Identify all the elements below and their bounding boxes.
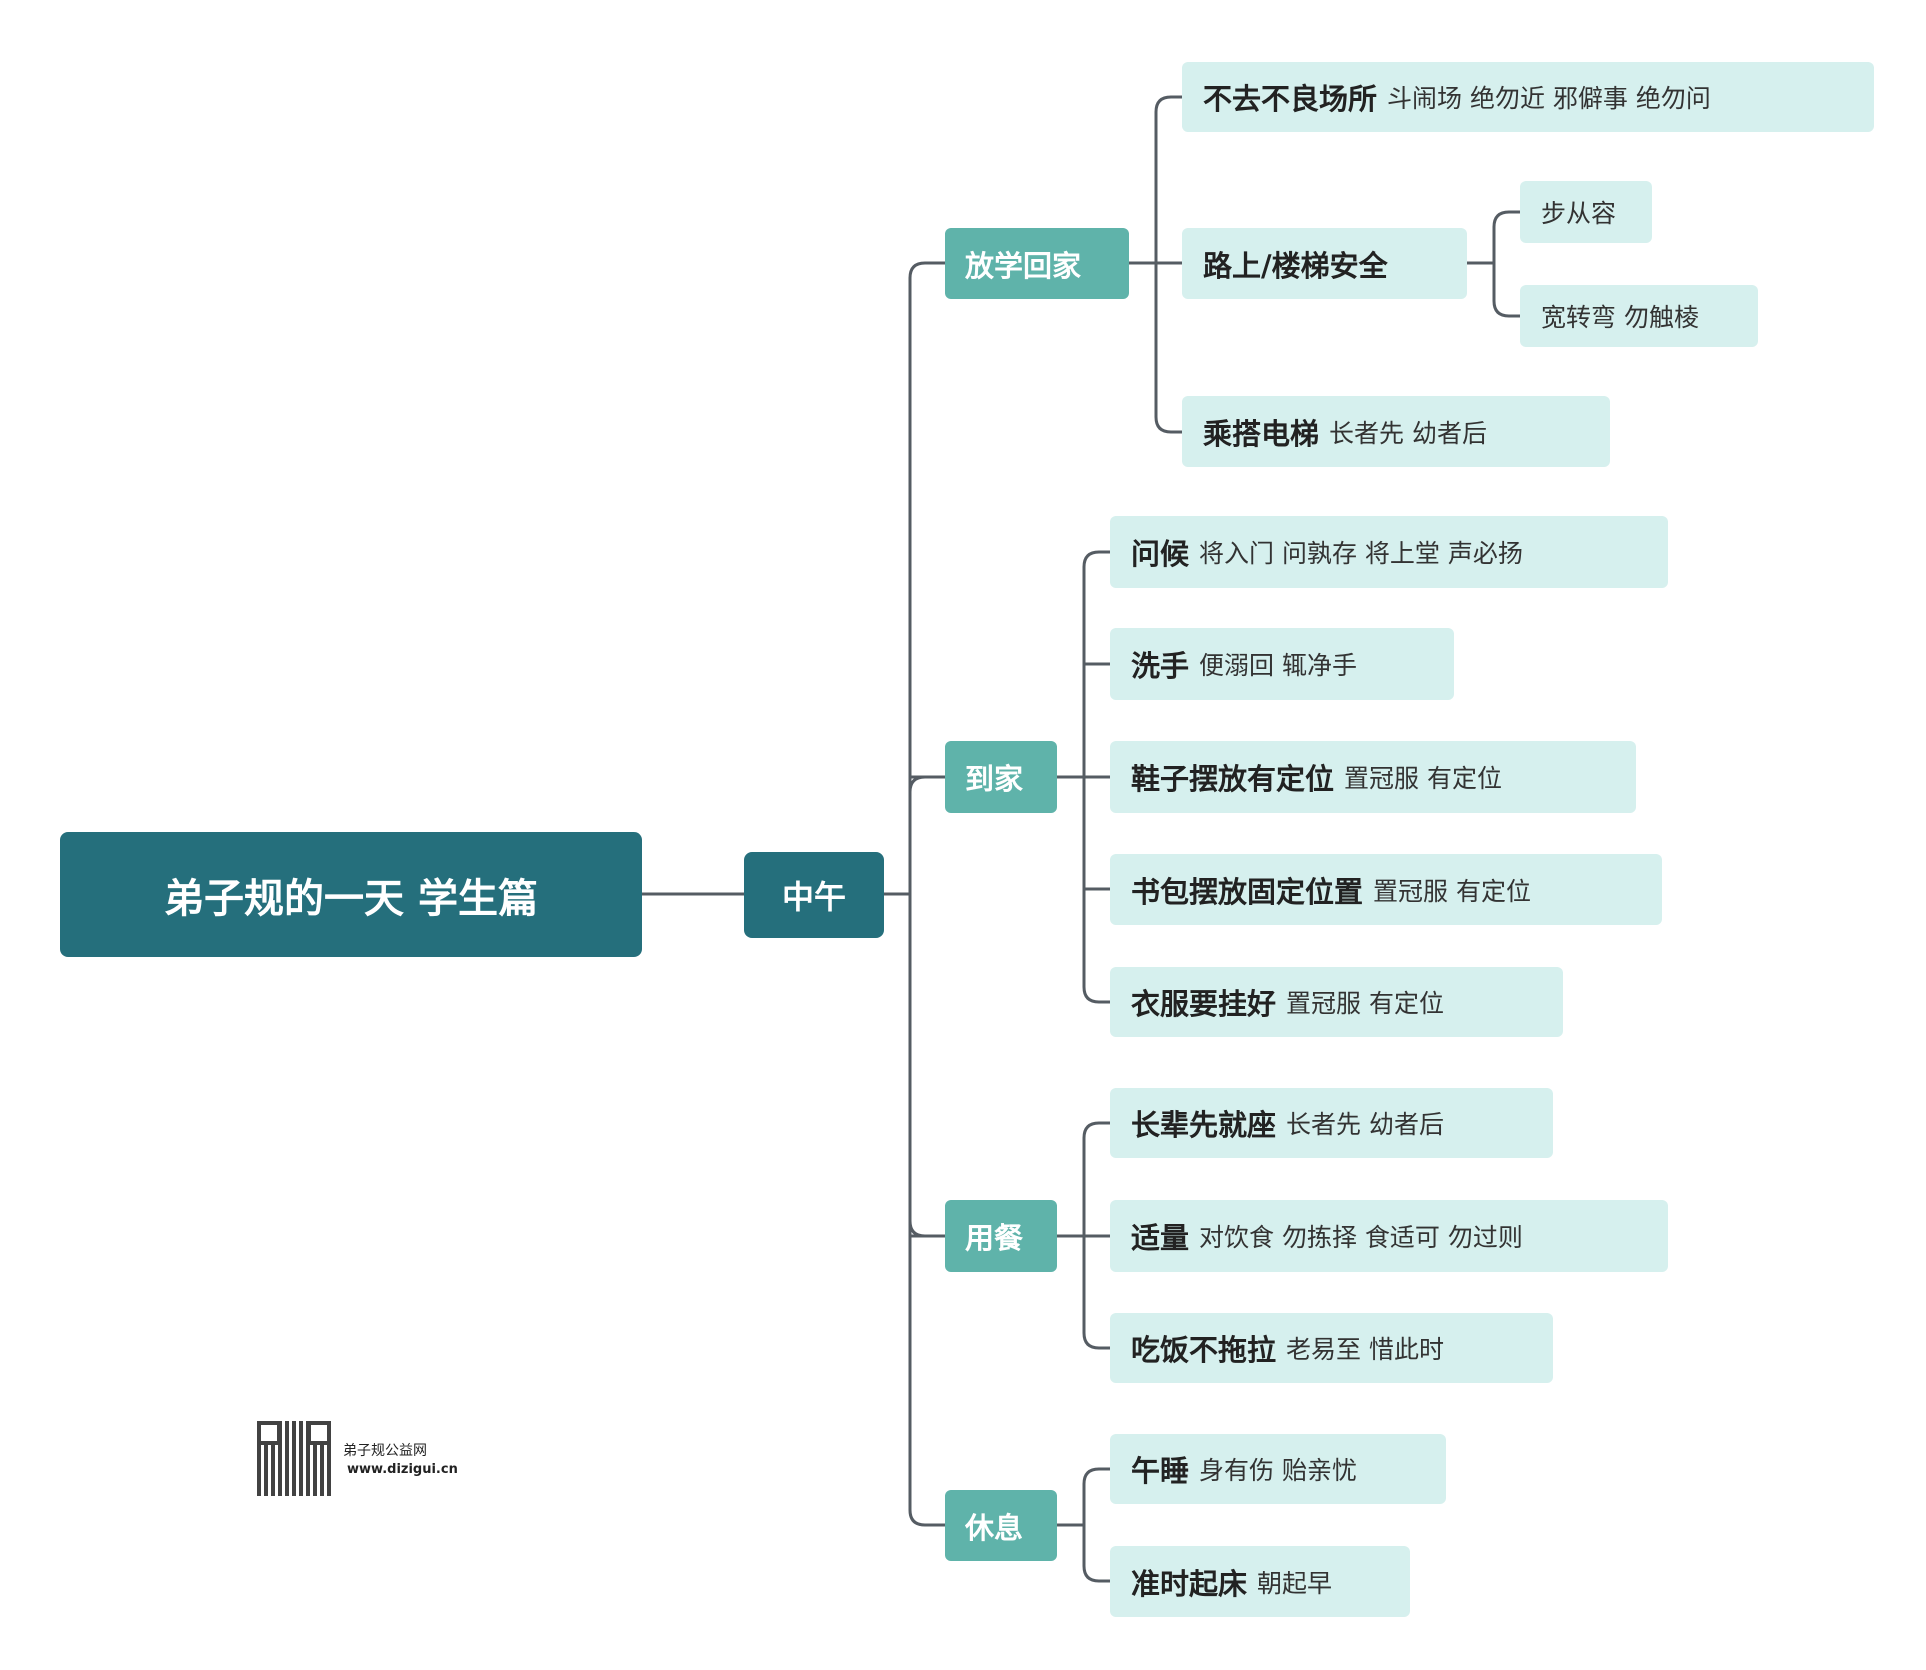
watermark-url: www.dizigui.cn (347, 1462, 458, 1477)
leaf-node[interactable]: 衣服要挂好置冠服 有定位 (1110, 967, 1563, 1037)
leaf-text: 身有伤 贻亲忧 (1199, 1456, 1357, 1485)
leaf-title: 路上/楼梯安全 (1203, 248, 1388, 283)
qr-code-icon (257, 1421, 331, 1496)
leaf-text: 置冠服 有定位 (1373, 876, 1531, 906)
leaf-node[interactable]: 吃饭不拖拉老易至 惜此时 (1110, 1313, 1553, 1383)
node-at-home[interactable]: 到家 (945, 741, 1057, 813)
leaf-text: 宽转弯 勿触棱 (1541, 303, 1699, 332)
leaf-title: 乘搭电梯 (1203, 416, 1320, 451)
leaf-title: 准时起床 (1131, 1566, 1248, 1601)
leaf-node[interactable]: 适量对饮食 勿拣择 食适可 勿过则 (1110, 1200, 1668, 1272)
leaf-text: 将入门 问孰存 将上堂 声必扬 (1199, 539, 1523, 568)
leaf-node[interactable]: 宽转弯 勿触棱 (1520, 285, 1758, 347)
leaf-node[interactable]: 问候将入门 问孰存 将上堂 声必扬 (1110, 516, 1668, 588)
leaf-text: 长者先 幼者后 (1329, 418, 1487, 448)
leaf-title: 问候 (1131, 537, 1190, 571)
leaf-node[interactable]: 路上/楼梯安全 (1182, 228, 1467, 299)
leaf-node[interactable]: 乘搭电梯长者先 幼者后 (1182, 396, 1610, 467)
node-meal[interactable]: 用餐 (945, 1200, 1057, 1272)
leaf-node[interactable]: 不去不良场所斗闹场 绝勿近 邪僻事 绝勿问 (1182, 62, 1874, 132)
node-after-school[interactable]: 放学回家 (945, 228, 1129, 299)
leaf-title: 长辈先就座 (1131, 1108, 1277, 1142)
leaf-text: 长者先 幼者后 (1286, 1110, 1444, 1139)
leaf-node[interactable]: 洗手便溺回 辄净手 (1110, 628, 1454, 700)
leaf-node[interactable]: 准时起床朝起早 (1110, 1546, 1410, 1617)
leaf-title: 不去不良场所 (1203, 82, 1378, 116)
leaf-text: 置冠服 有定位 (1286, 989, 1444, 1018)
node-noon[interactable]: 中午 (744, 852, 884, 938)
leaf-title: 鞋子摆放有定位 (1131, 762, 1335, 796)
node-rest[interactable]: 休息 (945, 1490, 1057, 1561)
leaf-text: 朝起早 (1257, 1568, 1333, 1598)
leaf-text: 步从容 (1541, 199, 1617, 228)
leaf-text: 便溺回 辄净手 (1199, 651, 1357, 680)
leaf-title: 适量 (1131, 1221, 1190, 1255)
leaf-node[interactable]: 长辈先就座长者先 幼者后 (1110, 1088, 1553, 1158)
leaf-title: 衣服要挂好 (1131, 987, 1277, 1021)
leaf-title: 洗手 (1131, 649, 1190, 683)
leaf-node[interactable]: 步从容 (1520, 181, 1652, 243)
leaf-text: 对饮食 勿拣择 食适可 勿过则 (1199, 1223, 1523, 1252)
leaf-title: 书包摆放固定位置 (1131, 874, 1364, 909)
leaf-title: 午睡 (1131, 1454, 1190, 1488)
watermark-name: 弟子规公益网 (343, 1443, 427, 1459)
leaf-node[interactable]: 书包摆放固定位置置冠服 有定位 (1110, 854, 1662, 925)
leaf-text: 置冠服 有定位 (1344, 764, 1502, 793)
root-node[interactable]: 弟子规的一天 学生篇 (60, 832, 642, 957)
leaf-text: 老易至 惜此时 (1286, 1335, 1444, 1364)
leaf-node[interactable]: 鞋子摆放有定位置冠服 有定位 (1110, 741, 1636, 813)
leaf-title: 吃饭不拖拉 (1131, 1333, 1277, 1367)
leaf-node[interactable]: 午睡身有伤 贻亲忧 (1110, 1434, 1446, 1504)
leaf-text: 斗闹场 绝勿近 邪僻事 绝勿问 (1387, 84, 1711, 113)
